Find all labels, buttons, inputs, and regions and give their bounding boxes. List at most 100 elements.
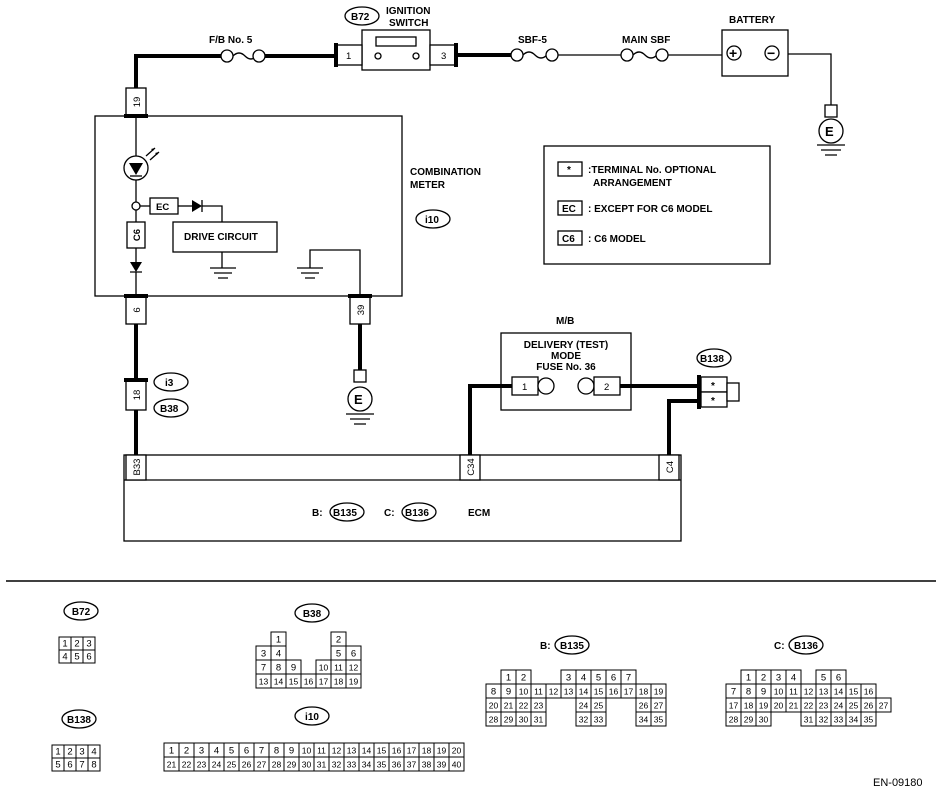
b72-pin-number: 5: [74, 652, 79, 663]
b136-pin-number: 35: [864, 715, 874, 725]
b135-pin-number: 31: [534, 715, 544, 725]
i10-pin-number: 34: [362, 760, 372, 770]
fuse-pin-2: 2: [604, 382, 609, 393]
b136-pin-number: 5: [821, 673, 826, 684]
i10-pin-number: 8: [274, 746, 279, 757]
b135-pin-number: 5: [596, 673, 601, 684]
i10-pin-number: 38: [422, 760, 432, 770]
b38-pin-number: 7: [261, 663, 266, 674]
i10-pin-number: 33: [347, 760, 357, 770]
b136-pin-number: 25: [849, 701, 859, 711]
sw-pin-3: 3: [441, 51, 446, 62]
i10-pin-number: 30: [302, 760, 312, 770]
battery-plus-icon: +: [729, 45, 737, 61]
b136-pin-number: 4: [791, 673, 796, 684]
b135-pin-number: 34: [639, 715, 649, 725]
b135-pin-number: 12: [549, 687, 559, 697]
b136-pin-number: 6: [836, 673, 841, 684]
battery-minus-icon: −: [767, 45, 775, 61]
ecm-b136-label: B136: [405, 508, 429, 519]
b38-view-label: B38: [303, 609, 322, 620]
b72-pin-cell: [82, 649, 96, 664]
legend-text-star-1: :TERMINAL No. OPTIONAL: [588, 165, 716, 176]
b135-pin-cell: [530, 711, 547, 727]
b38-pin-number: 18: [334, 677, 344, 687]
i10-pin-number: 28: [272, 760, 282, 770]
ecm-c-prefix: C:: [384, 508, 395, 519]
b136-pin-number: 2: [761, 673, 766, 684]
b138-pin-cell: [87, 757, 101, 772]
b135-pin-number: 35: [654, 715, 664, 725]
i10-pin-number: 40: [452, 760, 462, 770]
i10-pin-number: 31: [317, 760, 327, 770]
b138-pin-number: 2: [67, 747, 72, 758]
b138-pin-number: 5: [55, 760, 60, 771]
b38-pin-number: 11: [334, 663, 343, 673]
b138-star-1: *: [711, 381, 715, 392]
fb5-fuse: F/B No. 5: [134, 35, 336, 88]
i10-pin-number: 3: [199, 746, 204, 757]
legend-text-star-2: ARRANGEMENT: [593, 178, 672, 189]
b135-view-label: B135: [560, 641, 584, 652]
b136-pin-number: 19: [759, 701, 769, 711]
b135-pin-number: 20: [489, 701, 499, 711]
ecm-pin-c4: C4: [665, 461, 676, 473]
i10-pin-number: 6: [244, 746, 249, 757]
b135-pin-number: 9: [506, 687, 511, 698]
ec-tag: EC: [156, 202, 169, 213]
b135-pin-number: 2: [521, 673, 526, 684]
b38-pin-number: 3: [261, 649, 266, 660]
b38-pin-number: 6: [351, 649, 356, 660]
b136-pin-number: 13: [819, 687, 829, 697]
b135-pin-number: 10: [519, 687, 529, 697]
i10-pin-number: 37: [407, 760, 417, 770]
legend-key-c6: C6: [562, 234, 575, 245]
b136-pin-number: 1: [746, 673, 751, 684]
b138-pin-number: 8: [91, 760, 96, 771]
b136-pin-number: 14: [834, 687, 844, 697]
i10-pin-number: 9: [289, 746, 294, 757]
b136-pin-number: 9: [761, 687, 766, 698]
b136-pin-number: 30: [759, 715, 769, 725]
i10-pin-number: 7: [259, 746, 264, 757]
i10-pin-number: 39: [437, 760, 447, 770]
i10-pin-number: 24: [212, 760, 222, 770]
b136-pin-number: 29: [744, 715, 754, 725]
b136-pin-cell: [860, 711, 877, 727]
i10-connector-label: i10: [425, 215, 439, 226]
ecm-label: ECM: [468, 508, 490, 519]
ecm-pin-b33: B33: [132, 459, 143, 476]
battery-label: BATTERY: [729, 15, 775, 26]
power-supply-chain: SBF-5 MAIN SBF + − BATTERY E: [458, 15, 845, 156]
meter-ground-e: E: [354, 392, 363, 407]
ignition-switch: 1 3 B72 IGNITION SWITCH: [334, 6, 458, 71]
b136-pin-number: 17: [729, 701, 739, 711]
i10-pin-number: 36: [392, 760, 402, 770]
b38-view-ellipse: [294, 603, 330, 623]
legend-text-c6: : C6 MODEL: [588, 234, 646, 245]
i10-pin-number: 18: [422, 746, 432, 756]
b135-pin-number: 1: [506, 673, 511, 684]
b138-pin-number: 4: [91, 747, 96, 758]
b136-view-prefix: C:: [774, 641, 785, 652]
b138-connector-label: B138: [700, 354, 724, 365]
mb-label: M/B: [556, 316, 574, 327]
b135-pin-number: 7: [626, 673, 631, 684]
b135-pin-number: 19: [654, 687, 664, 697]
meter-pin-19: 19: [132, 97, 143, 108]
b72-pin-number: 4: [62, 652, 67, 663]
delivery-mode-fuse: M/B DELIVERY (TEST) MODE FUSE No. 36 1 2: [468, 316, 700, 455]
b135-pin-number: 6: [611, 673, 616, 684]
b136-pin-number: 8: [746, 687, 751, 698]
legend-key-star: *: [567, 165, 571, 176]
meter-label-1: COMBINATION: [410, 167, 481, 178]
i10-pin-number: 23: [197, 760, 207, 770]
meter-label-2: METER: [410, 180, 446, 191]
b38-pin-cell: [345, 673, 362, 689]
legend: * :TERMINAL No. OPTIONAL ARRANGEMENT EC …: [543, 145, 771, 265]
